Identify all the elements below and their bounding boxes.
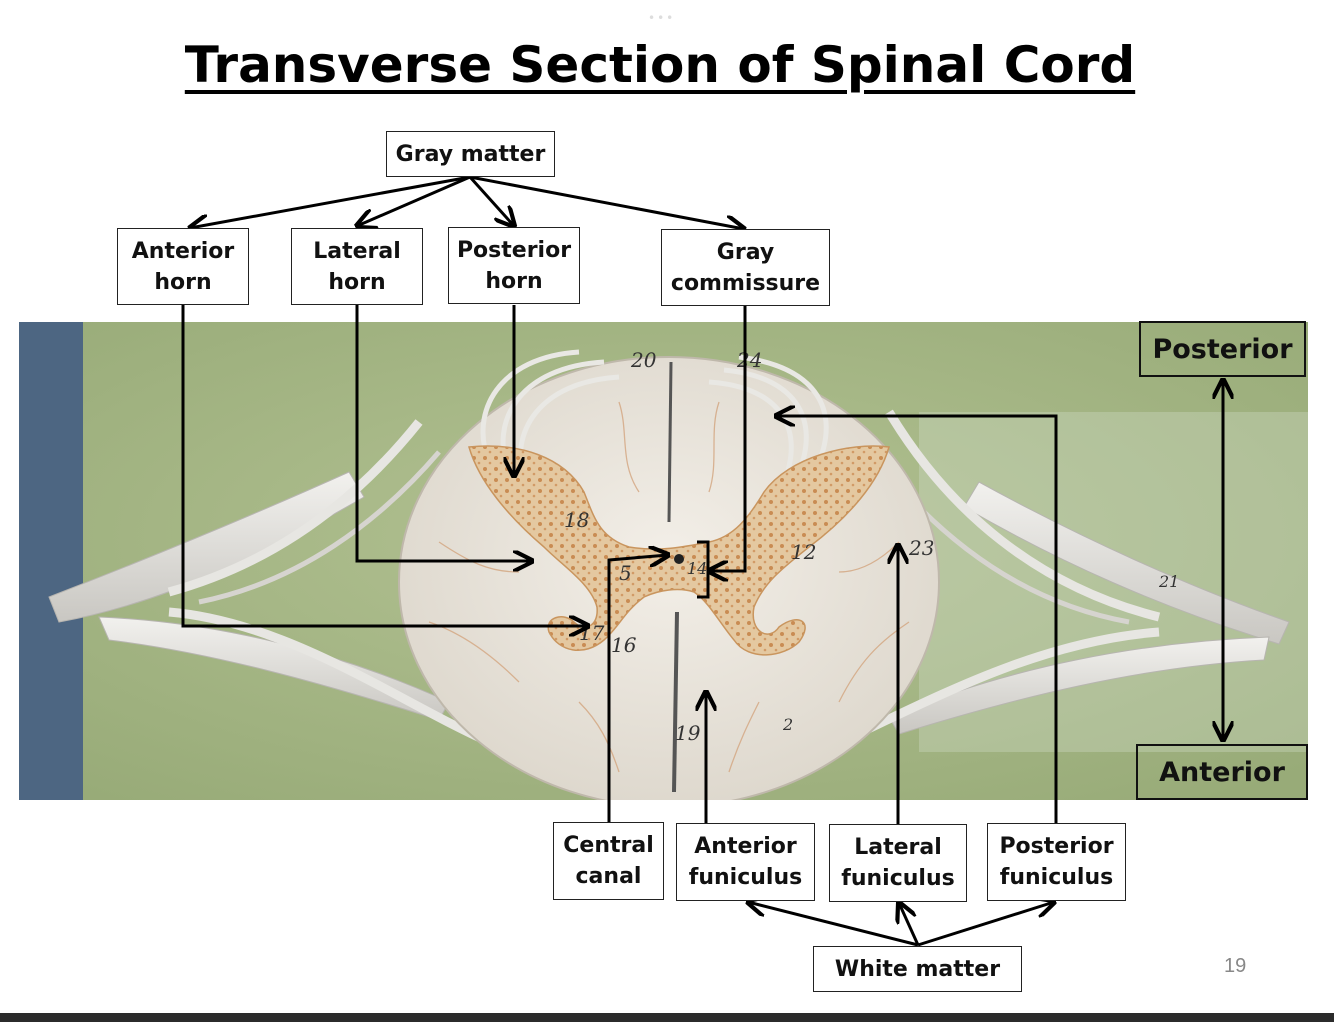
arrow-posterior-funiculus [776,416,1058,824]
model-number: 24 [736,348,762,372]
photo-left-edge [19,322,83,800]
arrow-anterior-horn [181,305,588,626]
model-number: 20 [630,348,657,372]
model-number: 2 [782,715,793,734]
anterior-funiculus-label: Anterior funiculus [676,823,815,901]
arrow-white-to-lateral-funiculus [899,903,920,946]
posterior-median-sulcus [667,361,673,523]
model-number: 19 [675,721,701,745]
model-number: 12 [791,540,816,564]
posterior-horn-label: Posterior horn [448,227,580,304]
arrow-gray-to-gray-commissure [469,175,744,229]
central-canal-dot [674,554,684,564]
model-number: 5 [619,561,632,585]
slide-title: Transverse Section of Spinal Cord [0,36,1320,94]
model-number-labels: 20 24 18 12 23 5 14 16 17 19 2 21 [564,348,1179,745]
posterior-funiculus-label: Posterior funiculus [987,823,1126,901]
lateral-funiculus-label: Lateral funiculus [829,824,967,902]
model-number: 16 [611,633,637,657]
posterior-direction-label: Posterior [1139,321,1306,377]
left-nerve-roots [48,419,491,747]
gray-matter-label: Gray matter [386,131,555,177]
gray-commissure-bracket [697,540,710,599]
window-handle-dots: ••• [648,11,676,25]
model-number: 14 [687,559,707,578]
arrow-gray-commissure [709,306,747,571]
arrow-white-to-anterior-funiculus [748,902,919,947]
lateral-horn-label: Lateral horn [291,228,423,305]
anterior-median-fissure [672,611,679,793]
anterior-horn-label: Anterior horn [117,228,249,305]
arrow-white-to-posterior-funiculus [917,902,1054,947]
spinal-cord-model-photo: 20 24 18 12 23 5 14 16 17 19 2 21 [19,322,1308,800]
model-number: 23 [908,536,934,560]
anterior-direction-label: Anterior [1136,744,1308,800]
central-canal-label: Central canal [553,822,664,900]
arrow-central-canal [607,555,668,822]
white-matter-label: White matter [813,946,1022,992]
arrow-gray-to-anterior-horn [190,175,471,228]
spinal-cord-model-illustration: 20 24 18 12 23 5 14 16 17 19 2 21 [19,322,1308,800]
slide-title-text: Transverse Section of Spinal Cord [184,36,1136,94]
bottom-bar [0,1013,1334,1022]
model-number: 21 [1158,572,1179,591]
arrow-gray-to-posterior-horn [468,175,514,226]
model-number: 18 [564,508,589,532]
arrow-gray-to-lateral-horn [357,175,471,226]
page-number: 19 [1224,955,1247,977]
arrow-lateral-horn [355,305,532,561]
gray-commissure-label: Gray commissure [661,229,830,306]
